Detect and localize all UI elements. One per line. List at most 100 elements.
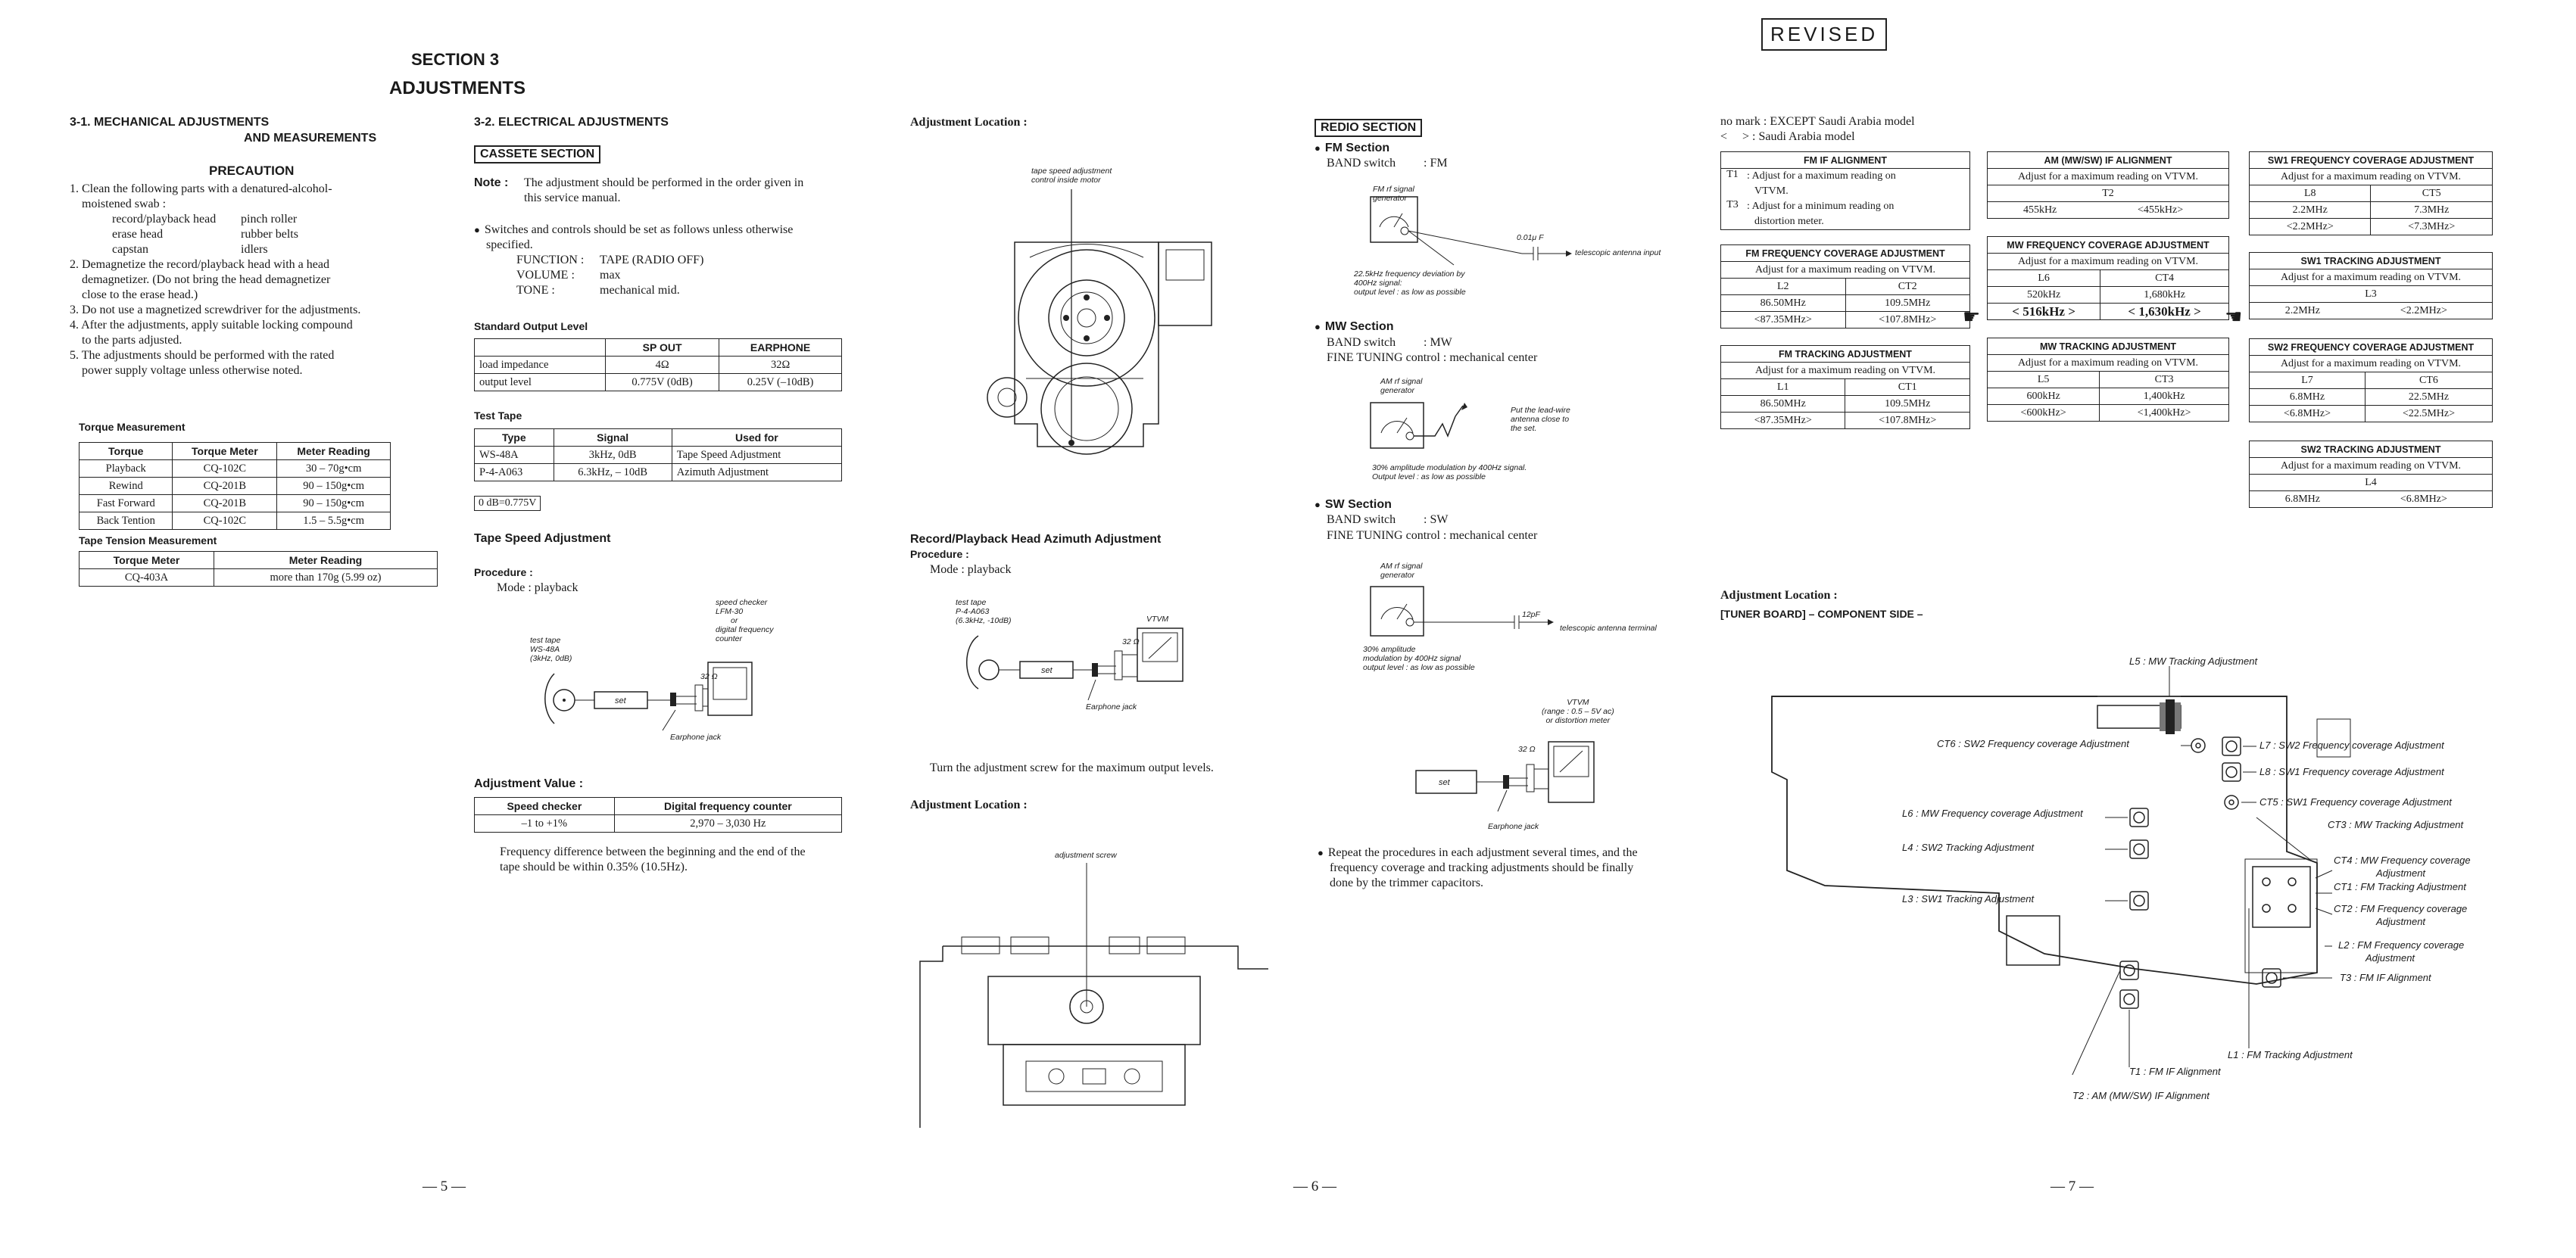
- fm-section-heading: FM Section: [1315, 142, 1389, 155]
- fm-band: BAND switch: FM: [1327, 157, 1448, 170]
- sw-wiring-svg: [1370, 586, 1554, 637]
- precaution-4: 4. After the adjustments, apply suitable…: [70, 319, 353, 332]
- note: Note :The adjustment should be performed…: [474, 176, 804, 204]
- callout-l4: L4 : SW2 Tracking Adjustment: [1902, 842, 2035, 853]
- testtape-heading: Test Tape: [474, 409, 522, 422]
- adj-screw-label: adjustment screw: [1055, 851, 1117, 860]
- adj-location-heading: Adjustment Location :: [910, 116, 1028, 129]
- radio-section-box: REDIO SECTION: [1315, 119, 1423, 137]
- sol-heading: Standard Output Level: [474, 320, 588, 332]
- precaution-4b: to the parts adjusted.: [82, 334, 182, 347]
- sw-cap-label: 12pF: [1522, 610, 1540, 619]
- odb-note: 0 dB=0.775V: [474, 496, 541, 511]
- tuner-board-svg: [1771, 666, 2351, 1075]
- head-screw-drawing: [919, 863, 1268, 1128]
- precaution-2b: demagnetizer. (Do not bring the head dem…: [82, 273, 331, 286]
- tension-heading: Tape Tension Measurement: [79, 534, 217, 546]
- sw2-tracking-table: SW2 TRACKING ADJUSTMENT Adjust for a max…: [2248, 441, 2493, 508]
- precaution-2c: close to the erase head.): [82, 288, 198, 301]
- torque-heading: Torque Measurement: [79, 421, 186, 433]
- am-if-table: AM (MW/SW) IF ALIGNMENT Adjust for a max…: [1987, 151, 2230, 219]
- turn-screw-note: Turn the adjustment screw for the maximu…: [930, 761, 1214, 774]
- col-header: Meter Reading: [276, 442, 391, 460]
- earphone-jack-label-2: Earphone jack: [1086, 702, 1137, 712]
- callout-l1: L1 : FM Tracking Adjustment: [2228, 1049, 2353, 1060]
- callout-l3: L3 : SW1 Tracking Adjustment: [1902, 893, 2035, 905]
- revised-stamp: REVISED: [1761, 18, 1888, 51]
- sw1-tracking-table: SW1 TRACKING ADJUSTMENT Adjust for a max…: [2248, 252, 2493, 319]
- mw-tracking-table: MW TRACKING ADJUSTMENT Adjust for a maxi…: [1986, 338, 2229, 422]
- callout-t2: T2 : AM (MW/SW) IF Alignment: [2072, 1090, 2210, 1101]
- swab-part: pinch roller: [241, 213, 298, 226]
- adj-value-heading: Adjustment Value :: [474, 777, 584, 790]
- earphone-jack-label: Earphone jack: [670, 733, 722, 742]
- mw-band: BAND switch: MW: [1327, 336, 1452, 349]
- pointing-hand-right-icon: ☛: [2225, 306, 2243, 328]
- callout-ct5: CT5 : SW1 Frequency coverage Adjustment: [2259, 796, 2452, 808]
- mech-heading: 3-1. MECHANICAL ADJUSTMENTS: [70, 116, 270, 129]
- cassette-mechanism-drawing: [987, 189, 1212, 455]
- table-row: –1 to +1%2,970 – 3,030 Hz: [474, 814, 843, 833]
- vtvm-wiring-svg: set: [1415, 741, 1595, 812]
- fm-ant-label: telescopic antenna input: [1575, 248, 1661, 257]
- page-number-7: — 7 —: [2051, 1179, 2094, 1194]
- page-number-6: — 6 —: [1293, 1179, 1336, 1194]
- mode-label: Mode : playback: [497, 581, 579, 594]
- procedure-label-2: Procedure :: [910, 548, 969, 560]
- sw-band: BAND switch: SW: [1327, 513, 1449, 526]
- fm-if-table: FM IF ALIGNMENT T1: Adjust for a maximum…: [1720, 151, 1970, 230]
- callout-l7: L7 : SW2 Frequency coverage Adjustment: [2259, 740, 2444, 751]
- callout-l8: L8 : SW1 Frequency coverage Adjustment: [2259, 766, 2444, 777]
- sw-fine-tuning: FINE TUNING control : mechanical center: [1327, 529, 1538, 542]
- mw-fine-tuning: FINE TUNING control : mechanical center: [1327, 351, 1538, 364]
- precaution-heading: PRECAUTION: [209, 163, 295, 178]
- cassette-section-box: CASSETE SECTION: [474, 145, 601, 163]
- precaution-1b: moistened swab :: [82, 198, 167, 210]
- swab-part: record/playback head: [112, 213, 217, 226]
- page-title: ADJUSTMENTS: [389, 78, 526, 98]
- sw-section-heading: SW Section: [1315, 498, 1392, 512]
- col-header: Meter Reading: [214, 551, 438, 569]
- pointing-hand-left-icon: ☛: [1963, 306, 1981, 328]
- ohm-label-2: 32 Ω: [1122, 637, 1140, 646]
- page-number-5: — 5 —: [423, 1179, 466, 1194]
- no-mark-legend: no mark : EXCEPT Saudi Arabia model: [1720, 115, 1915, 128]
- repeat-note: Repeat the procedures in each adjustment…: [1318, 845, 1696, 891]
- precaution-5b: power supply voltage unless otherwise no…: [82, 364, 303, 377]
- mw-frequency-coverage-table: MW FREQUENCY COVERAGE ADJUSTMENT Adjust …: [1986, 236, 2229, 320]
- col-header: Torque: [78, 442, 173, 460]
- precaution-list: 1. Clean the following parts with a dena…: [70, 182, 403, 378]
- mw-wiring-svg: [1370, 402, 1467, 449]
- tuner-board-heading: [TUNER BOARD] – COMPONENT SIDE –: [1720, 608, 1923, 620]
- mech-heading-2: AND MEASUREMENTS: [244, 132, 377, 145]
- mark-legend: < > : Saudi Arabia model: [1720, 130, 1855, 143]
- mw-note: 30% amplitude modulation by 400Hz signal…: [1372, 463, 1527, 481]
- callout-l5: L5 : MW Tracking Adjustment: [2129, 655, 2258, 667]
- swab-part: idlers: [241, 243, 268, 256]
- callout-ct1: CT1 : FM Tracking Adjustment: [2334, 881, 2466, 892]
- earphone-jack-label-3: Earphone jack: [1488, 822, 1539, 831]
- fm-cap-label: 0.01μ F: [1517, 233, 1544, 242]
- fm-wiring-svg: [1370, 196, 1572, 266]
- callout-l6: L6 : MW Frequency coverage Adjustment: [1902, 808, 2083, 819]
- procedure-label: Procedure :: [474, 566, 533, 578]
- svg-text:set: set: [615, 696, 627, 705]
- svg-text:set: set: [1439, 778, 1451, 787]
- callout-t1: T1 : FM IF Alignment: [2129, 1066, 2221, 1077]
